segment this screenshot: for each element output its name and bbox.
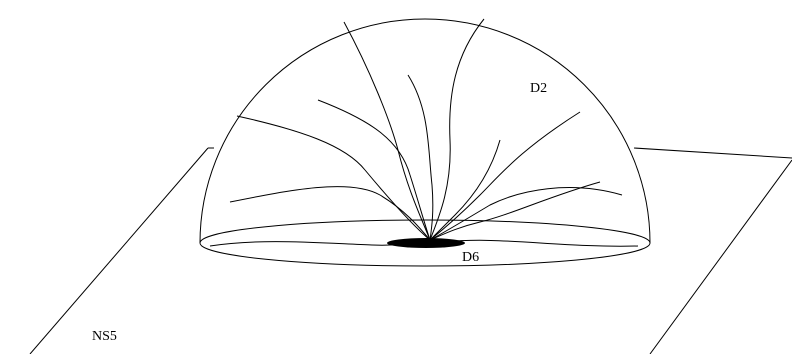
string-line <box>429 181 601 241</box>
string-line <box>429 111 581 241</box>
string-line <box>429 18 485 241</box>
ns5-plane <box>29 147 792 354</box>
string-line <box>343 21 431 241</box>
dome-base-inner-curve-right <box>444 239 639 247</box>
d6-core <box>387 238 465 248</box>
string-line <box>407 74 434 241</box>
dome-base-ellipse <box>199 219 651 267</box>
string-line <box>317 99 431 241</box>
ns5-plane-top-right-edge <box>633 147 792 159</box>
d2-dome <box>199 18 651 267</box>
d2-label: D2 <box>530 81 547 96</box>
ns5-plane-left-edge <box>29 147 209 354</box>
dome-outline <box>199 18 651 244</box>
string-lines <box>229 18 623 241</box>
string-line <box>429 139 501 241</box>
ns5-label: NS5 <box>92 329 117 344</box>
string-line <box>229 186 431 241</box>
string-line <box>429 187 623 241</box>
d6-label: D6 <box>462 250 479 265</box>
string-line <box>236 115 431 241</box>
ns5-plane-right-edge <box>649 159 792 354</box>
